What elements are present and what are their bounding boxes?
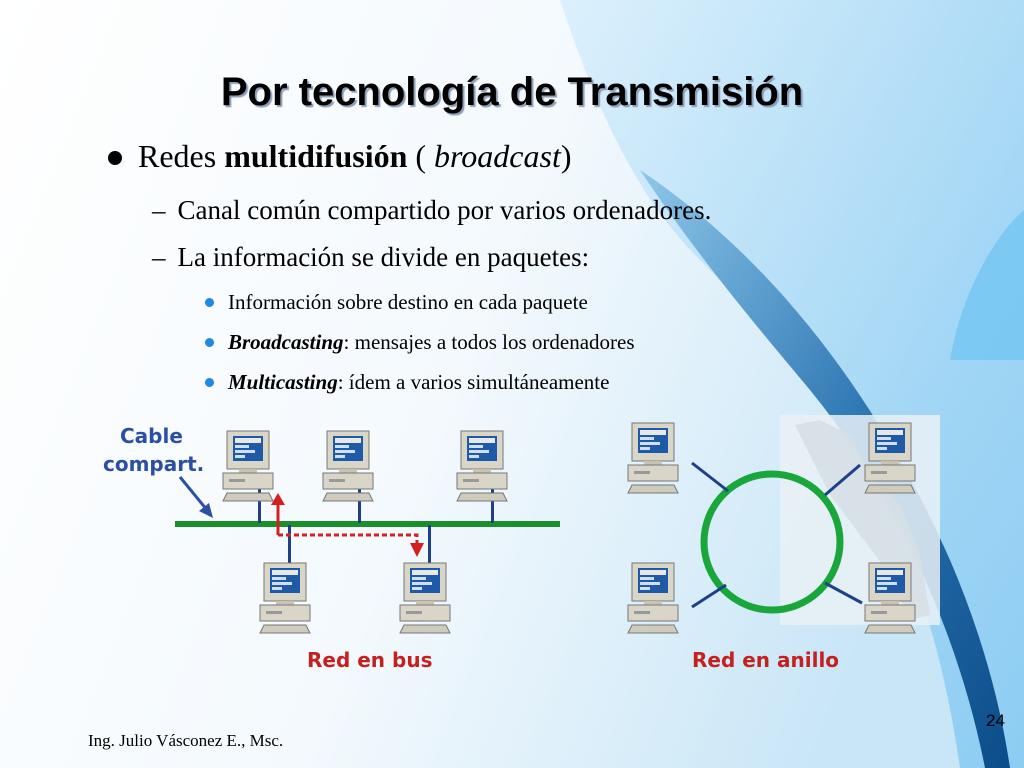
footer-author: Ing. Julio Vásconez E., Msc.: [88, 731, 284, 750]
bullet-dot-icon: [108, 150, 122, 165]
computer-icon: [627, 562, 679, 634]
page-number: 24: [986, 711, 1005, 730]
cable-label-line2: compart.: [103, 452, 204, 476]
dash-marker: –: [152, 195, 166, 225]
bus-cable: [175, 521, 560, 527]
computer-icon: [399, 562, 451, 634]
sub-bullet-canal: –Canal común compartido por varios orden…: [152, 195, 711, 226]
bullet-text: Redes: [138, 138, 225, 174]
computer-icon: [259, 562, 311, 634]
bullet-small-icon: [205, 377, 214, 387]
computer-icon: [322, 430, 374, 502]
cable-arrowhead-icon: [199, 503, 213, 518]
slide-title: Por tecnología de Transmisión: [220, 70, 804, 114]
computer-icon: [627, 422, 679, 494]
sub-bullet-text: Canal común compartido por varios ordena…: [177, 195, 712, 225]
packet-arrow-down-icon: [410, 543, 424, 557]
list-item: Multicasting: ídem a varios simultáneame…: [205, 370, 609, 395]
cable-label-line1: Cable: [120, 424, 183, 448]
bullet-redes-multidifusion: Redes multidifusión ( broadcast): [108, 138, 572, 175]
sub-bullet-informacion: –La información se divide en paquetes:: [152, 242, 589, 273]
bullet-italic-term: broadcast: [434, 138, 561, 174]
dash-marker: –: [152, 242, 166, 272]
cable-arrow: [178, 476, 209, 511]
list-item: Broadcasting: mensajes a todos los orden…: [205, 330, 635, 355]
bus-label: Red en bus: [307, 648, 432, 672]
computer-icon: [222, 430, 274, 502]
paren-open: (: [407, 138, 435, 174]
computer-icon: [456, 430, 508, 502]
ring-cable: [700, 470, 844, 614]
bus-network-diagram: Cable compart. Red en bus: [103, 424, 560, 672]
packet-arrow-up-icon: [271, 493, 285, 505]
paren-close: ): [560, 138, 572, 174]
list-item: Información sobre destino en cada paquet…: [205, 290, 588, 315]
bullet-bold-term: multidifusión: [224, 138, 408, 174]
bullet-small-icon: [205, 297, 214, 307]
bullet-small-icon: [205, 337, 214, 347]
ring-label: Red en anillo: [692, 648, 839, 672]
sub-bullet-text: La información se divide en paquetes:: [177, 242, 590, 272]
ring-network-diagram: Red en anillo: [627, 415, 940, 672]
